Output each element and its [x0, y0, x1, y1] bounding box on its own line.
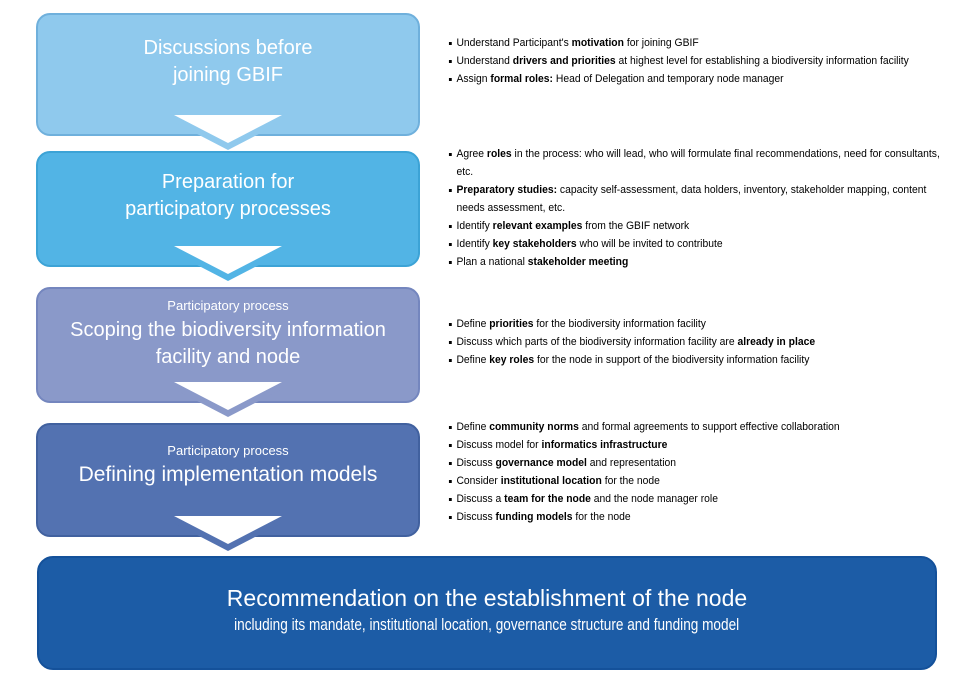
list-item: Preparatory studies: capacity self-asses…	[448, 181, 948, 217]
list-item: Define community norms and formal agreem…	[448, 418, 948, 436]
stage-box-defining-implementation: Participatory process Defining implement…	[36, 423, 420, 551]
stage-box-discussions-before-joining-gbif: Discussions before joining GBIF	[36, 13, 420, 150]
stage-box-preparation: Preparation for participatory processes	[36, 151, 420, 281]
list-item: Define priorities for the biodiversity i…	[448, 315, 948, 333]
stage-title: Defining implementation models	[78, 463, 378, 486]
list-item: Discuss which parts of the biodiversity …	[448, 333, 948, 351]
down-arrow-icon	[174, 246, 282, 274]
list-item: Assign formal roles: Head of Delegation …	[448, 70, 948, 88]
stage-subtitle: Participatory process	[167, 298, 289, 313]
list-item: Define key roles for the node in support…	[448, 351, 948, 369]
final-subtitle: including its mandate, institutional loc…	[234, 615, 740, 634]
list-item: Identify relevant examples from the GBIF…	[448, 217, 948, 235]
bullet-list-discussions: Understand Participant's motivation for …	[448, 34, 948, 88]
bullet-list-defining: Define community norms and formal agreem…	[448, 418, 948, 526]
list-item: Agree roles in the process: who will lea…	[448, 145, 948, 181]
list-item: Discuss governance model and representat…	[448, 454, 948, 472]
list-item: Discuss model for informatics infrastruc…	[448, 436, 948, 454]
stage-title: Scoping the biodiversity information fac…	[70, 319, 386, 368]
stage-subtitle: Participatory process	[167, 443, 289, 458]
list-item: Understand drivers and priorities at hig…	[448, 52, 948, 70]
bullet-list-preparation: Agree roles in the process: who will lea…	[448, 145, 948, 271]
stage-box-scoping: Participatory process Scoping the biodiv…	[36, 287, 420, 417]
down-arrow-icon	[174, 115, 282, 143]
list-item: Understand Participant's motivation for …	[448, 34, 948, 52]
stage-title: Discussions before joining GBIF	[143, 36, 313, 86]
list-item: Identify key stakeholders who will be in…	[448, 235, 948, 253]
final-title: Recommendation on the establishment of t…	[226, 585, 748, 611]
list-item: Plan a national stakeholder meeting	[448, 253, 948, 271]
bullet-list-scoping: Define priorities for the biodiversity i…	[448, 315, 948, 369]
final-recommendation-box: Recommendation on the establishment of t…	[37, 556, 937, 670]
list-item: Discuss funding models for the node	[448, 508, 948, 526]
stage-title: Preparation for participatory processes	[125, 171, 331, 220]
list-item: Discuss a team for the node and the node…	[448, 490, 948, 508]
list-item: Consider institutional location for the …	[448, 472, 948, 490]
down-arrow-icon	[174, 516, 282, 544]
down-arrow-icon	[174, 382, 282, 410]
